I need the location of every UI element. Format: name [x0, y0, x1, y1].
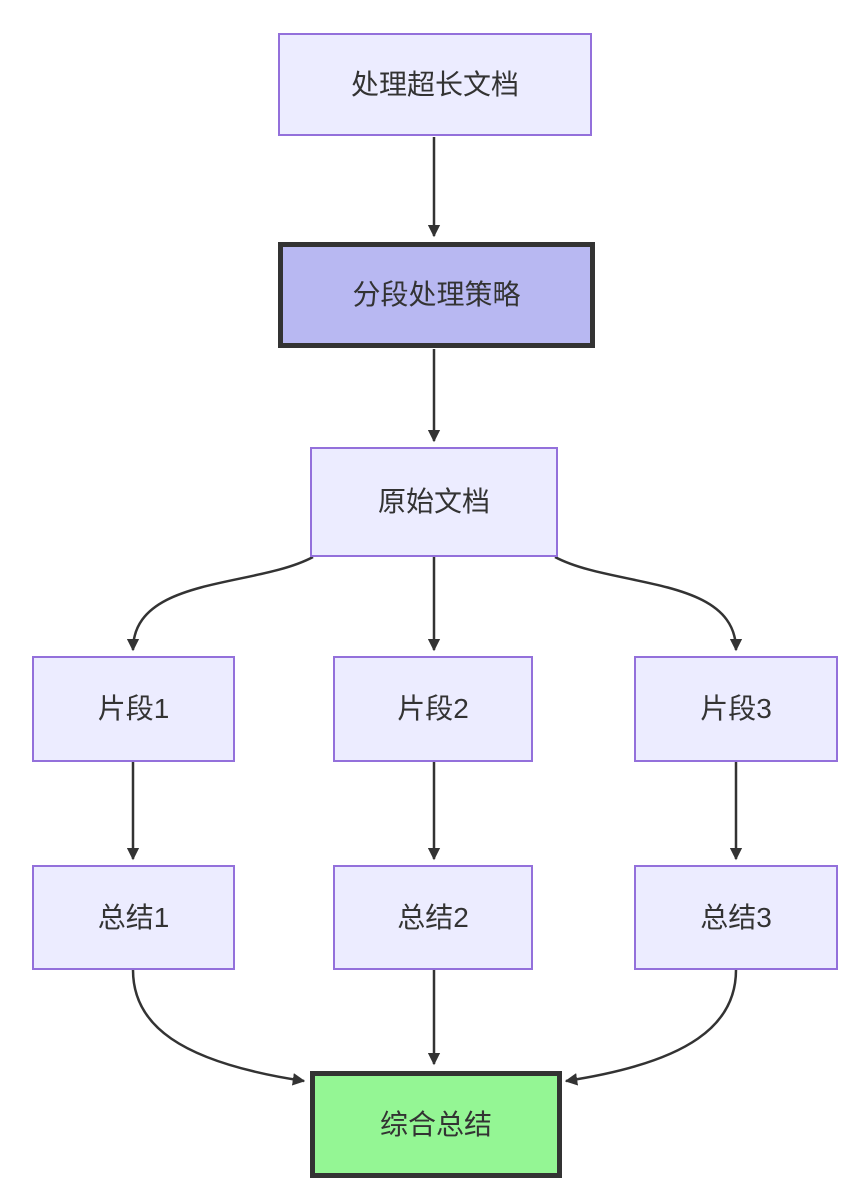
node-segment3: 片段3 [634, 656, 838, 762]
node-segment1-label: 片段1 [97, 693, 170, 725]
edge-summary3-final [564, 969, 738, 1086]
node-segment3-label: 片段3 [700, 693, 772, 725]
edge-summary1-final [131, 969, 306, 1086]
node-summary2-label: 总结2 [397, 901, 469, 933]
node-summary1-label: 总结1 [97, 901, 170, 933]
node-strategy: 分段处理策略 [278, 242, 595, 348]
edge-source-segment3 [554, 555, 743, 652]
node-summary3-label: 总结3 [700, 901, 772, 933]
node-final-label: 综合总结 [379, 1108, 492, 1140]
node-source: 原始文档 [310, 447, 558, 557]
node-strategy-label: 分段处理策略 [352, 279, 521, 311]
node-final: 综合总结 [310, 1071, 562, 1178]
node-segment2: 片段2 [333, 656, 533, 762]
node-start: 处理超长文档 [278, 33, 592, 136]
node-segment2-label: 片段2 [397, 693, 469, 725]
node-start-label: 处理超长文档 [350, 68, 519, 100]
edge-source-segment1 [126, 555, 314, 652]
node-source-label: 原始文档 [377, 486, 490, 518]
node-summary1: 总结1 [32, 865, 235, 970]
node-summary3: 总结3 [634, 865, 838, 970]
node-summary2: 总结2 [333, 865, 533, 970]
node-segment1: 片段1 [32, 656, 235, 762]
